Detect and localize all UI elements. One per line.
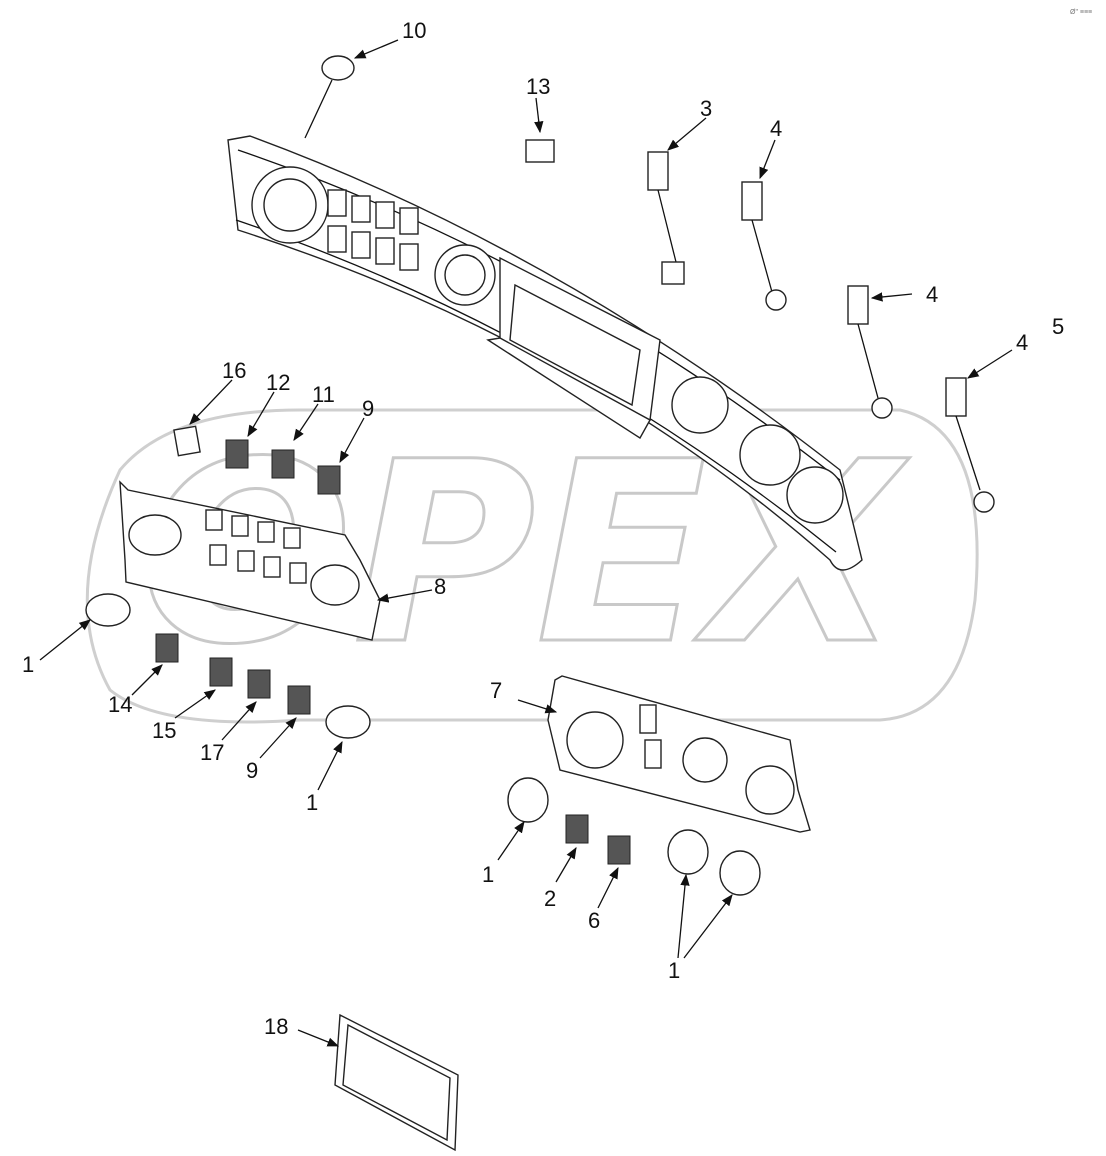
callout-11: 11 xyxy=(312,382,335,407)
gasket-18 xyxy=(334,1013,459,1152)
knob-parts xyxy=(85,593,761,896)
corner-mark: Ø" ≡≡≡ xyxy=(1070,9,1092,16)
connector-parts xyxy=(304,55,995,513)
callout-13: 13 xyxy=(526,74,550,99)
callout-3: 3 xyxy=(700,96,712,121)
dashboard-panel xyxy=(227,135,863,571)
callout-1: 1 xyxy=(668,958,680,983)
panel-switch-slots xyxy=(327,189,419,271)
panel-plate-7 xyxy=(547,675,811,833)
callout-8: 8 xyxy=(434,574,446,599)
callout-4: 4 xyxy=(926,282,938,307)
callout-15: 15 xyxy=(152,718,176,743)
callout-7: 7 xyxy=(490,678,502,703)
callout-labels: 10 13 3 4 4 5 4 16 12 11 9 8 1 14 15 17 … xyxy=(22,18,1064,1039)
callout-6: 6 xyxy=(588,908,600,933)
callout-18: 18 xyxy=(264,1014,288,1039)
callout-9: 9 xyxy=(362,396,374,421)
callout-1: 1 xyxy=(306,790,318,815)
callout-16: 16 xyxy=(222,358,246,383)
callout-4: 4 xyxy=(1016,330,1028,355)
callout-14: 14 xyxy=(108,692,132,717)
callout-10: 10 xyxy=(402,18,426,43)
leader-arrows xyxy=(39,39,1013,1047)
callout-12: 12 xyxy=(266,370,290,395)
rocker-switches xyxy=(155,425,631,865)
callout-17: 17 xyxy=(200,740,224,765)
callout-9: 9 xyxy=(246,758,258,783)
callout-2: 2 xyxy=(544,886,556,911)
callout-1: 1 xyxy=(22,652,34,677)
callout-4: 4 xyxy=(770,116,782,141)
callout-1: 1 xyxy=(482,862,494,887)
callout-5: 5 xyxy=(1052,314,1064,339)
